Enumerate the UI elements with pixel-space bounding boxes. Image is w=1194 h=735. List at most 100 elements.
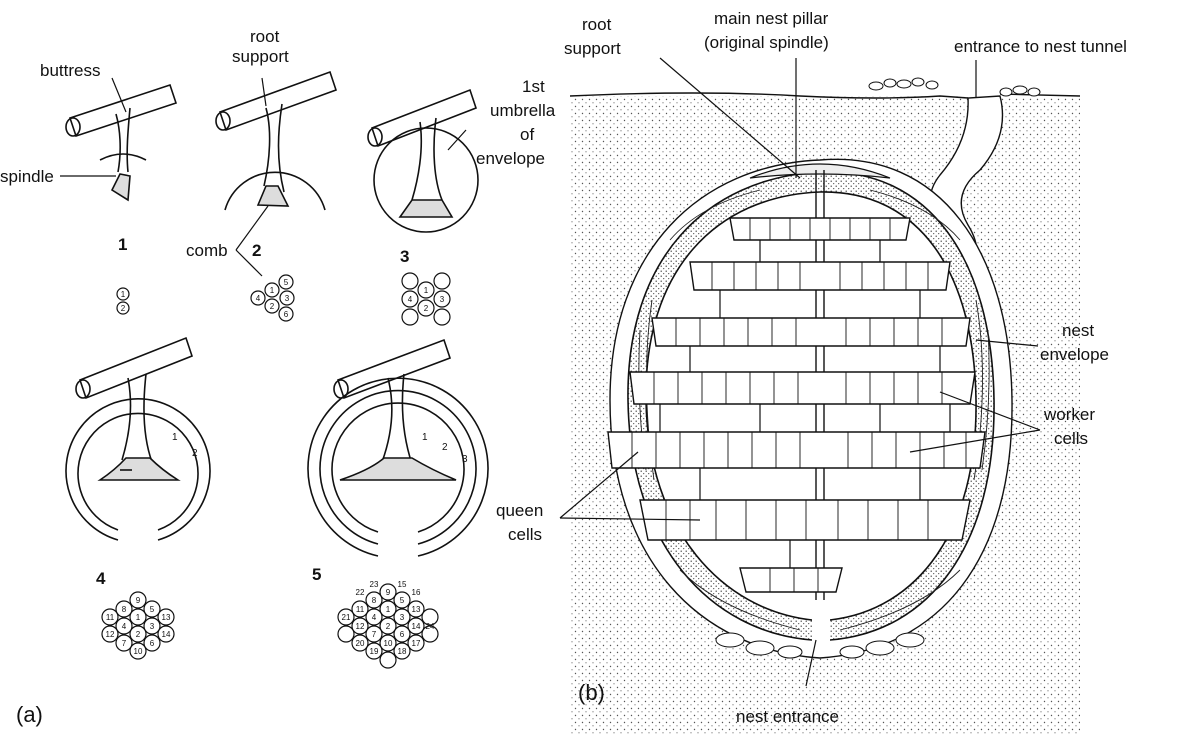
combs xyxy=(607,217,986,593)
cell-number: 6 xyxy=(150,639,155,648)
floor-pebbles xyxy=(715,632,925,659)
cell-number: 17 xyxy=(412,639,421,648)
stage-5-ring-3: 3 xyxy=(462,454,468,465)
cell-number: 7 xyxy=(122,639,127,648)
cell-number: 19 xyxy=(370,647,379,656)
cell-number: 6 xyxy=(284,310,289,319)
cell-map-stage-5 xyxy=(337,583,439,669)
queen-cells-label-line2: cells xyxy=(508,525,542,544)
cell-number: 8 xyxy=(372,596,377,605)
root-support-label-line1: root xyxy=(250,27,280,46)
cell-number: 5 xyxy=(150,605,155,614)
stage-5-number: 5 xyxy=(312,565,321,584)
cell-number: 14 xyxy=(412,622,421,631)
comb-tier-4 xyxy=(629,371,976,405)
cell-number: 2 xyxy=(424,304,429,313)
cell-number: 20 xyxy=(356,639,365,648)
stage-3-number: 3 xyxy=(400,247,409,266)
cell-number: 9 xyxy=(136,596,141,605)
nest-entrance-gap xyxy=(812,610,830,650)
cell-number: 22 xyxy=(356,588,365,597)
cell-number: 18 xyxy=(398,647,407,656)
cell-number: 11 xyxy=(106,613,115,622)
comb-label: comb xyxy=(186,241,228,260)
cell-number: 4 xyxy=(256,294,261,303)
cell-number: 11 xyxy=(356,605,365,614)
umbrella-label-line2: umbrella xyxy=(490,101,556,120)
comb-tier-1 xyxy=(729,217,911,241)
cell-map-stage-3 xyxy=(401,272,451,326)
stage-2-number: 2 xyxy=(252,241,261,260)
cell-number: 2 xyxy=(121,304,126,313)
comb-pillars xyxy=(659,240,951,568)
queen-cells-label-line1: queen xyxy=(496,501,543,520)
worker-cells-label-line1: worker xyxy=(1043,405,1095,424)
cell-number: 4 xyxy=(372,613,377,622)
panel-a-label: (a) xyxy=(16,702,43,727)
cell-number: 3 xyxy=(285,294,290,303)
stage-5-drawing xyxy=(307,338,489,557)
ground-surface xyxy=(569,92,1081,99)
cell-number: 4 xyxy=(122,622,127,631)
cell-number: 5 xyxy=(284,278,289,287)
panel-b-label: (b) xyxy=(578,680,605,705)
cell-number: 16 xyxy=(412,588,421,597)
cell-number: 14 xyxy=(162,630,171,639)
cell-number: 1 xyxy=(424,286,429,295)
stage-4-number: 4 xyxy=(96,569,106,588)
entrance-tunnel-label: entrance to nest tunnel xyxy=(954,37,1127,56)
cell-number: 12 xyxy=(106,630,115,639)
stage-4-ring-2: 2 xyxy=(192,448,198,459)
comb-tier-3 xyxy=(651,317,971,347)
root-support-label-line2: support xyxy=(232,47,289,66)
panel-b xyxy=(559,57,1081,735)
surface-pebbles xyxy=(868,77,1041,97)
cell-number: 1 xyxy=(121,290,126,299)
cell-number: 24 xyxy=(426,622,435,631)
cell-number: 6 xyxy=(400,630,405,639)
spindle-label: spindle xyxy=(0,167,54,186)
stage-4-drawing xyxy=(65,336,211,541)
cell-number: 4 xyxy=(408,295,413,304)
cell-number: 1 xyxy=(270,286,275,295)
cell-number: 3 xyxy=(400,613,405,622)
panel-a xyxy=(60,70,489,669)
buttress-label: buttress xyxy=(40,61,100,80)
cell-number: 3 xyxy=(440,295,445,304)
stage-2-drawing xyxy=(215,70,338,211)
cell-number: 13 xyxy=(412,605,421,614)
stage-1-drawing xyxy=(65,83,178,202)
umbrella-label-line3: of xyxy=(520,125,534,144)
cell-number: 8 xyxy=(122,605,127,614)
umbrella-label-line1: 1st xyxy=(522,77,545,96)
nest-envelope-label-line2: envelope xyxy=(1040,345,1109,364)
cell-number: 2 xyxy=(136,630,141,639)
comb-tier-6 xyxy=(639,499,971,541)
stage-5-ring-1: 1 xyxy=(422,432,428,443)
comb-tier-5 xyxy=(607,431,986,469)
comb-tier-2 xyxy=(689,261,951,291)
stage-4-ring-1: 1 xyxy=(172,432,178,443)
nest-entrance-label: nest entrance xyxy=(736,707,839,726)
cell-number: 7 xyxy=(372,630,377,639)
cell-map-stage-1 xyxy=(116,287,130,315)
main-pillar-label-line2: (original spindle) xyxy=(704,33,829,52)
cell-number: 5 xyxy=(400,596,405,605)
b-root-support-line2: support xyxy=(564,39,621,58)
b-root-support-line1: root xyxy=(582,15,612,34)
umbrella-label-line4: envelope xyxy=(476,149,545,168)
worker-cells-label-line2: cells xyxy=(1054,429,1088,448)
cell-number: 9 xyxy=(386,588,391,597)
stage-3-drawing xyxy=(367,88,479,233)
cell-number: 1 xyxy=(386,605,391,614)
cell-number: 1 xyxy=(136,613,141,622)
cell-number: 10 xyxy=(384,639,393,648)
comb-tier-7 xyxy=(739,567,843,593)
panel-a-leader-lines xyxy=(60,77,467,277)
comb-cell-walls xyxy=(631,218,967,592)
panel-b-leader-lines xyxy=(559,57,1041,687)
cell-number: 13 xyxy=(162,613,171,622)
stage-5-ring-2: 2 xyxy=(442,442,448,453)
cell-number: 23 xyxy=(370,580,379,589)
